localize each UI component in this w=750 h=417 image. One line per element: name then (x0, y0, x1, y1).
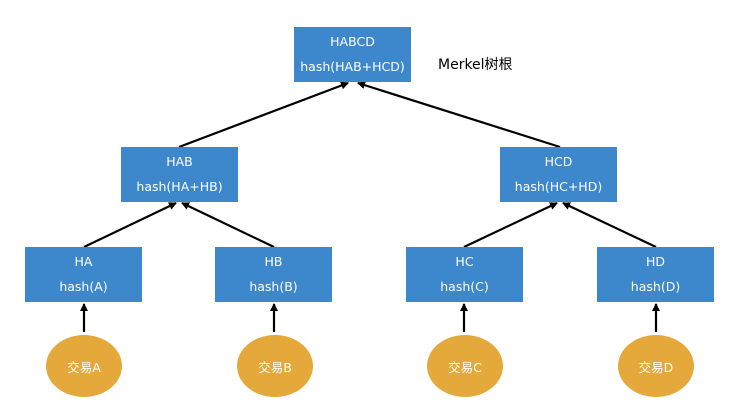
node-hcd: HCD hash(HC+HD) (500, 147, 617, 202)
node-hb-formula: hash(B) (249, 278, 298, 294)
node-hb-name: HB (264, 254, 283, 269)
arrow-hd-to-hcd (562, 202, 657, 248)
arrow-hb-to-hab (181, 202, 275, 248)
node-hcd-name: HCD (544, 154, 573, 169)
transaction-d: 交易D (618, 335, 694, 397)
node-habcd-formula: hash(HAB+HCD) (300, 58, 405, 74)
node-ha-name: HA (74, 254, 93, 269)
node-habcd-name: HABCD (330, 34, 375, 49)
node-hcd-formula: hash(HC+HD) (514, 178, 603, 194)
arrow-hab-to-habcd (178, 81, 349, 149)
node-hb: HB hash(B) (215, 247, 332, 302)
node-ha-formula: hash(A) (59, 278, 108, 294)
arrow-ha-to-hab (83, 202, 177, 248)
arrow-hcd-to-habcd (357, 81, 561, 149)
node-hc-formula: hash(C) (440, 278, 489, 294)
transaction-a: 交易A (46, 335, 122, 397)
merkle-root-label: Merkel树根 (438, 57, 513, 73)
node-ha: HA hash(A) (25, 247, 142, 302)
node-hd-name: HD (645, 254, 666, 269)
node-hab-name: HAB (166, 154, 193, 169)
node-hc: HC hash(C) (406, 247, 523, 302)
node-hab-formula: hash(HA+HB) (136, 178, 223, 194)
transaction-b: 交易B (237, 335, 313, 397)
node-hd: HD hash(D) (597, 247, 714, 302)
node-habcd: HABCD hash(HAB+HCD) (294, 27, 411, 82)
node-hc-name: HC (455, 254, 474, 269)
transaction-c: 交易C (427, 335, 503, 397)
node-hd-formula: hash(D) (630, 278, 681, 294)
node-hab: HAB hash(HA+HB) (121, 147, 238, 202)
arrow-hc-to-hcd (463, 202, 558, 248)
